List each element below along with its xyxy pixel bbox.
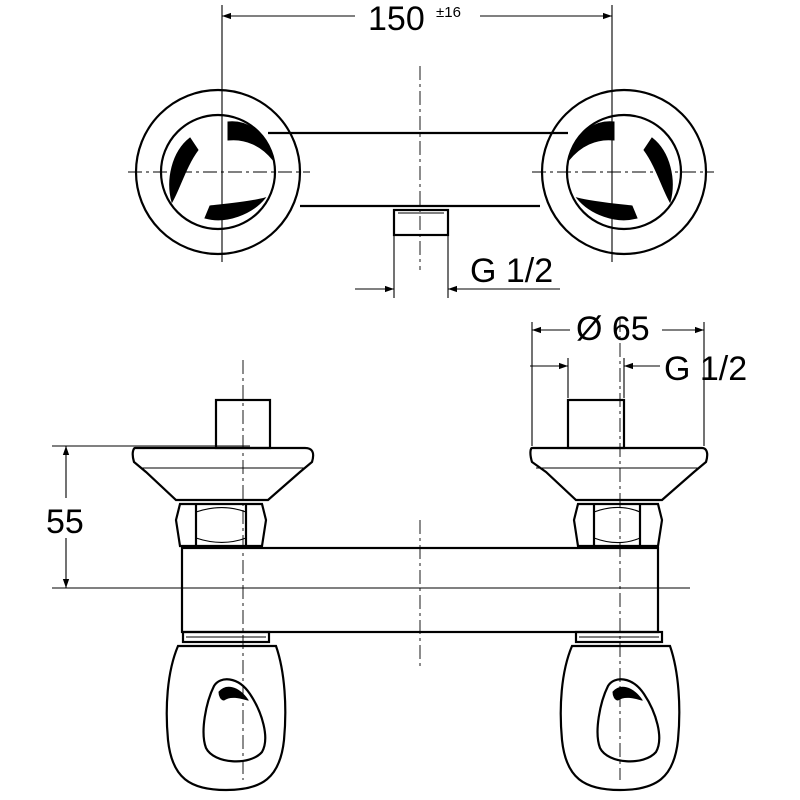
outlet-top: G 1/2 (355, 66, 560, 298)
right-handle-top (532, 88, 714, 256)
width-dimension: 150 ±16 (221, 0, 613, 262)
handle-lobe-icon (575, 197, 638, 221)
diameter-label: Ø 65 (576, 310, 650, 348)
left-handle-top (128, 88, 310, 256)
front-view: Ø 65 G 1/2 55 (44, 310, 747, 792)
right-handle-front (559, 630, 681, 792)
height-label: 55 (46, 503, 84, 541)
top-view: 150 ±16 (128, 0, 714, 298)
diameter-dimension: Ø 65 (531, 310, 705, 446)
height-dimension: 55 (44, 445, 690, 589)
width-tolerance: ±16 (436, 4, 461, 21)
handle-lobe-icon (227, 121, 274, 161)
inlet-thread-dimension: G 1/2 (530, 350, 747, 398)
handle-lobe-icon (169, 137, 199, 204)
handle-lobe-icon (568, 121, 615, 161)
handle-grip-icon (202, 678, 267, 763)
handle-lobe-icon (643, 137, 673, 204)
left-inlet-assembly (131, 360, 315, 780)
inlet-thread-label: G 1/2 (664, 350, 747, 388)
width-label: 150 (368, 0, 425, 38)
outlet-thread-label: G 1/2 (470, 252, 553, 290)
left-handle-front (165, 630, 287, 792)
mixer-body-front (180, 520, 660, 668)
handle-grip-icon (596, 678, 661, 763)
handle-lobe-icon (204, 197, 267, 221)
mixer-body-top (268, 131, 568, 208)
